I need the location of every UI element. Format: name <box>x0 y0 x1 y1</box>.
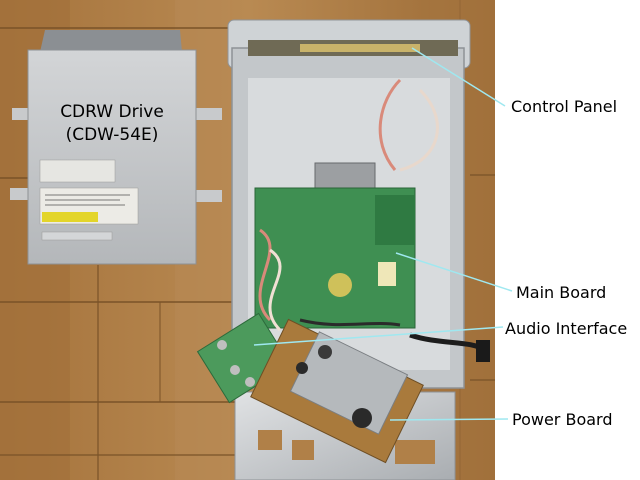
white-margin <box>495 0 640 480</box>
main-board-label: Main Board <box>516 283 606 302</box>
pointer-control-panel <box>411 47 506 107</box>
pointer-audio-interface <box>253 326 504 346</box>
pointer-main-board <box>395 252 513 292</box>
open-chassis <box>196 19 490 480</box>
power-board <box>250 318 424 464</box>
cdrw-model-label: (CDW-54E) <box>66 125 159 145</box>
power-board-label: Power Board <box>512 410 612 429</box>
pointer-power-board <box>389 418 509 421</box>
control-panel-label: Control Panel <box>511 97 617 116</box>
cdrw-drive <box>10 30 222 265</box>
pointer-lines <box>253 47 513 421</box>
cdrw-drive-label: CDRW Drive <box>60 102 164 122</box>
audio-interface-label: Audio Interface <box>505 319 627 338</box>
